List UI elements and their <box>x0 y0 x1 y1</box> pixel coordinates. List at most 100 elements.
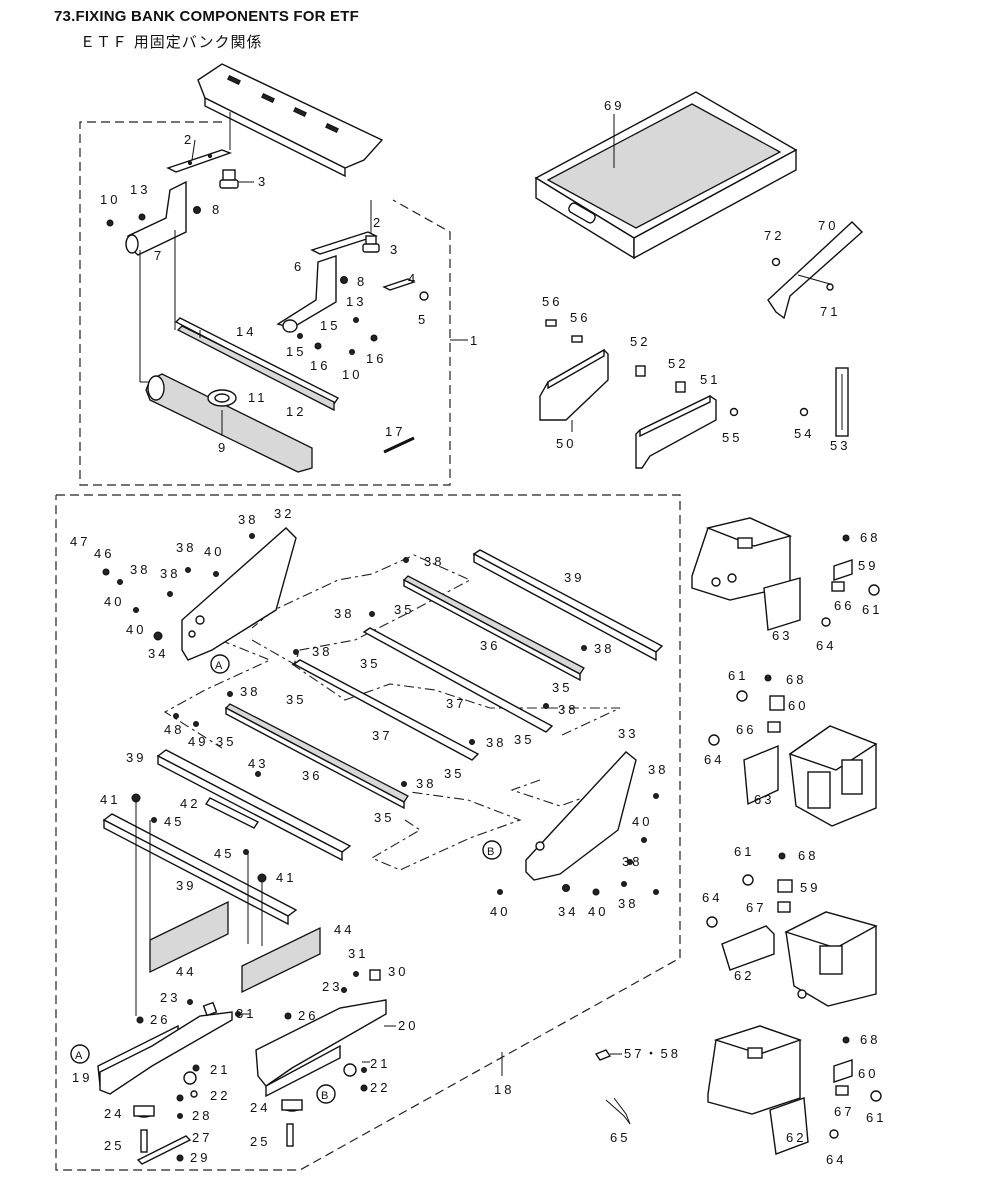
part-39-rail-lower <box>102 813 298 926</box>
label-35: 35 <box>514 732 534 747</box>
label-40: 40 <box>204 544 224 559</box>
part-3-bolt-lower <box>362 235 380 253</box>
ref-circle-b-lower <box>316 1084 336 1104</box>
part-70-strip <box>767 221 864 320</box>
ref-circle-a-upper <box>210 654 230 674</box>
label-39: 39 <box>176 878 196 893</box>
label-54: 54 <box>794 426 814 441</box>
label-56: 56 <box>542 294 562 309</box>
part-68-screw-d <box>842 1036 850 1044</box>
ref-label-a: A <box>75 1050 83 1062</box>
label-38: 38 <box>334 606 354 621</box>
label-61: 61 <box>862 602 882 617</box>
part-56-clip-a <box>545 319 557 327</box>
part-72-screw <box>771 257 781 267</box>
label-67: 67 <box>746 900 766 915</box>
label-35: 35 <box>552 680 572 695</box>
label-68: 68 <box>860 1032 880 1047</box>
label-35: 35 <box>394 602 414 617</box>
label-12: 12 <box>286 404 306 419</box>
top-mounting-rail <box>197 63 384 178</box>
label-38: 38 <box>176 540 196 555</box>
label-22: 22 <box>210 1088 230 1103</box>
label-59: 59 <box>858 558 878 573</box>
label-17: 17 <box>385 424 405 439</box>
part-52-bolt-a <box>635 365 646 377</box>
part-10-screw-left <box>106 219 114 227</box>
label-64: 64 <box>816 638 836 653</box>
part-17-pin <box>383 436 415 454</box>
part-44-panel-right <box>241 926 321 994</box>
label-38: 38 <box>648 762 668 777</box>
label-6: 6 <box>294 259 304 274</box>
label-62: 62 <box>786 1130 806 1145</box>
part-27-pin <box>136 1135 192 1165</box>
part-5-screw <box>419 291 429 301</box>
part-64-screw-b <box>708 734 720 746</box>
part-8-nut-right <box>340 276 348 284</box>
part-61-screw-b <box>736 690 748 702</box>
label-14: 14 <box>236 324 256 339</box>
label-8: 8 <box>212 202 222 217</box>
label-25: 25 <box>250 1134 270 1149</box>
label-33: 33 <box>618 726 638 741</box>
label-21: 21 <box>210 1062 230 1077</box>
part-68-screw-a <box>842 534 850 542</box>
label-38: 38 <box>130 562 150 577</box>
part-36-rack-top <box>402 575 585 682</box>
label-38: 38 <box>486 735 506 750</box>
ref-label-b: B <box>321 1090 328 1102</box>
part-50-bracket <box>539 348 609 432</box>
label-24: 24 <box>250 1100 270 1115</box>
label-35: 35 <box>286 692 306 707</box>
label-40: 40 <box>104 594 124 609</box>
assembly-top-right <box>691 517 853 631</box>
label-62: 62 <box>734 968 754 983</box>
part-56-clip-b <box>571 335 583 343</box>
part-19-bracket <box>97 1001 233 1098</box>
group-18-boundary <box>55 494 681 1171</box>
group-18-fasteners <box>102 533 659 1162</box>
label-42: 42 <box>180 796 200 811</box>
part-39-rail-top <box>472 549 664 662</box>
label-13: 13 <box>130 182 150 197</box>
part-42-strip <box>204 797 260 829</box>
label-35: 35 <box>360 656 380 671</box>
part-16-screw-a <box>314 342 322 350</box>
label-2: 2 <box>184 132 194 147</box>
part-13-screw-right <box>353 317 359 323</box>
part-65-tweezers <box>605 1097 631 1125</box>
label-26: 26 <box>150 1012 170 1027</box>
label-31: 31 <box>236 1006 256 1021</box>
label-38: 38 <box>622 854 642 869</box>
label-3: 3 <box>390 242 400 257</box>
label-60: 60 <box>858 1066 878 1081</box>
label-29: 29 <box>190 1150 210 1165</box>
label-16: 16 <box>366 351 386 366</box>
part-labels: 1 2 2 3 3 4 5 6 7 8 8 9 10 10 11 12 13 1… <box>70 98 886 1167</box>
label-36: 36 <box>480 638 500 653</box>
label-48: 48 <box>164 722 184 737</box>
part-24-mount-left <box>133 1105 155 1118</box>
ref-circle-a-lower <box>70 1044 90 1064</box>
label-44: 44 <box>176 964 196 979</box>
label-71: 71 <box>820 304 840 319</box>
label-49: 49 <box>188 734 208 749</box>
label-61: 61 <box>866 1110 886 1125</box>
label-16: 16 <box>310 358 330 373</box>
label-11: 11 <box>248 390 268 405</box>
label-64: 64 <box>704 752 724 767</box>
label-36: 36 <box>302 768 322 783</box>
label-66: 66 <box>834 598 854 613</box>
part-7-bracket <box>125 180 187 383</box>
label-61: 61 <box>728 668 748 683</box>
part-10-screw-right <box>349 349 355 355</box>
label-10: 10 <box>342 367 362 382</box>
part-37-rail-lower <box>292 659 480 761</box>
part-24-mount-right <box>281 1099 303 1112</box>
label-65: 65 <box>610 1130 630 1145</box>
label-40: 40 <box>126 622 146 637</box>
label-59: 59 <box>800 880 820 895</box>
label-34: 34 <box>558 904 578 919</box>
